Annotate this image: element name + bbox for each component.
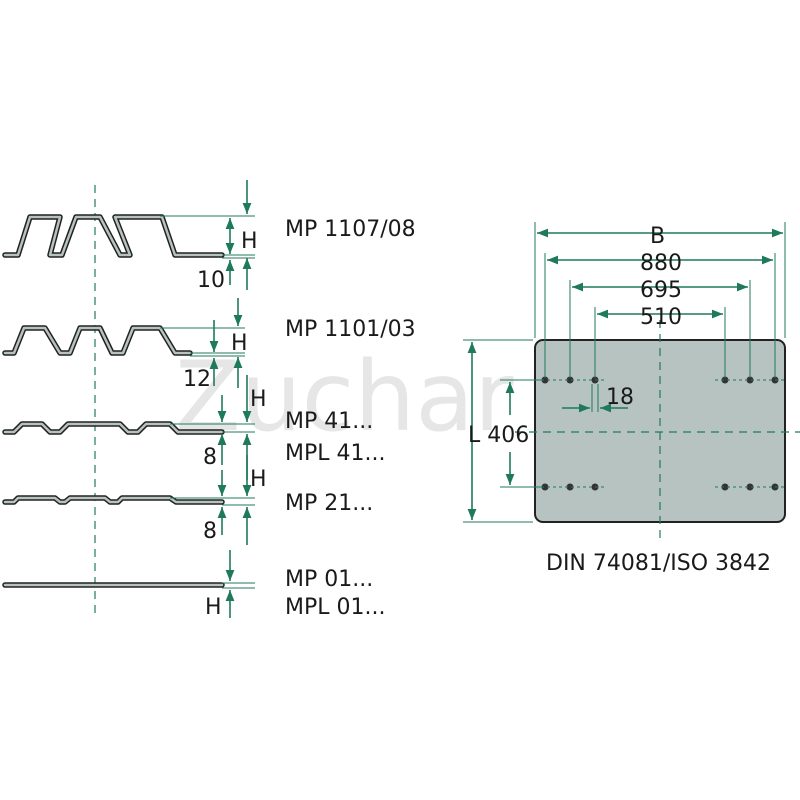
profile-mp-41 [2,375,255,480]
profile-2-dim-value: 12 [183,367,211,392]
plate-standard-caption: DIN 74081/ISO 3842 [546,551,771,576]
profile-1-dim-value: 10 [197,268,225,293]
profile-4-name: MP 21... [285,491,373,516]
hole-diameter-label: 18 [606,385,634,410]
profile-5-name: MP 01... [285,567,373,592]
profile-mp-01 [2,550,255,618]
plate-width-dimensions [534,222,786,378]
profile-mp-21 [2,455,255,545]
profile-3-name-2: MPL 41... [285,441,385,466]
plate-width-label: B [650,224,665,249]
watermark: Zuchar [175,341,514,453]
holes-inner-distance: 510 [640,305,682,330]
profile-4-dim-symbol: H [250,467,267,492]
holes-mid-distance: 695 [640,278,682,303]
profile-3-dim-value: 8 [203,445,217,470]
profile-2-dim-symbol: H [231,331,248,356]
profile-mp-1101-03 [2,298,245,388]
profile-1-dim-symbol: H [241,229,258,254]
profile-5-name-2: MPL 01... [285,595,385,620]
profile-3-dim-symbol: H [250,387,267,412]
profile-1-name: MP 1107/08 [285,217,416,242]
profile-4-dim-value: 8 [203,519,217,544]
hole-diameter-dimension [562,384,628,413]
profile-5-dim-symbol: H [205,595,222,620]
plate-length-label: L 406 [468,423,529,448]
profile-mp-1107-08 [2,180,255,290]
profile-2-name: MP 1101/03 [285,317,416,342]
profile-3-name: MP 41... [285,409,373,434]
plate-length-dimensions [463,339,543,523]
holes-outer-distance: 880 [640,251,682,276]
